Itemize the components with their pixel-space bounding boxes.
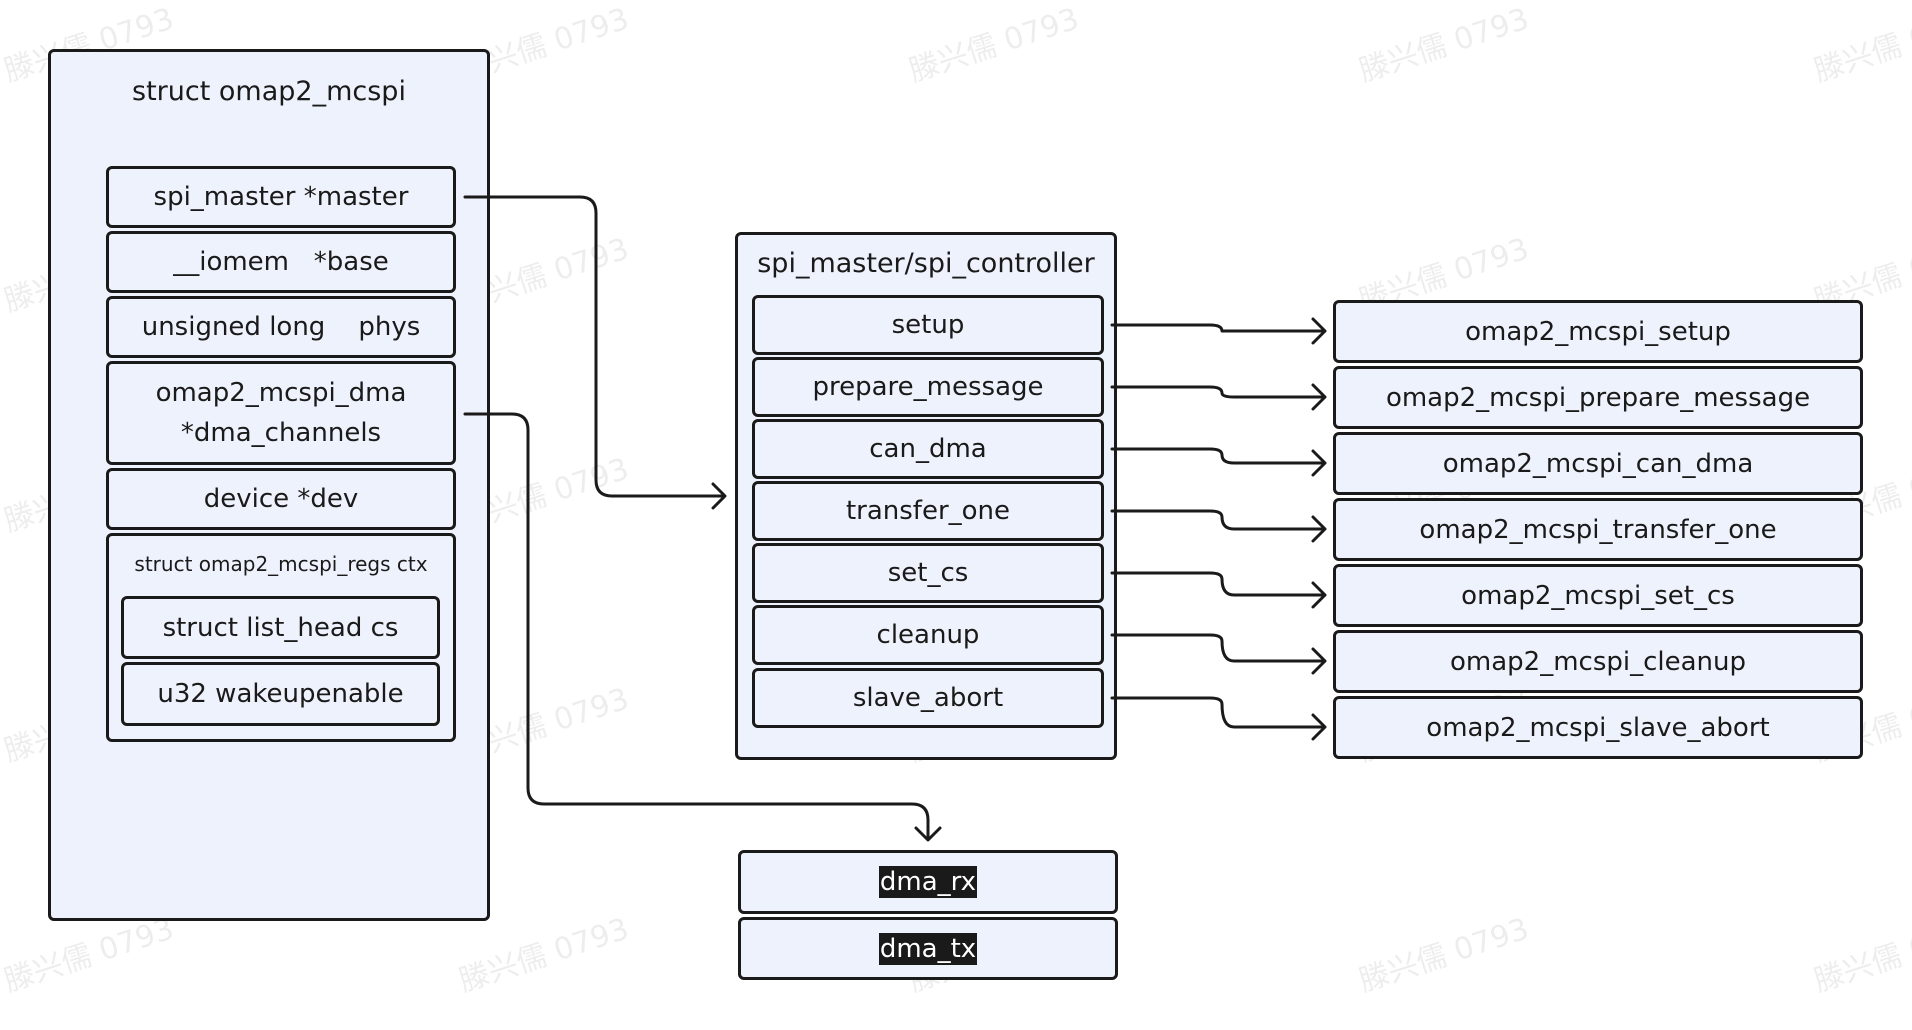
arrowhead-controller-to-omap2-mcspi-can-dma xyxy=(1311,449,1327,477)
controller-field-transfer-one: transfer_one xyxy=(752,481,1104,541)
arrowhead-controller-to-omap2-mcspi-setup xyxy=(1311,317,1327,345)
omap2-mcspi-title: struct omap2_mcspi xyxy=(132,76,406,107)
field-phys: unsigned long phys xyxy=(106,296,456,358)
arrow-controller-to-omap2-mcspi-setup xyxy=(1110,323,1326,333)
arrow-master-to-controller xyxy=(463,195,726,498)
controller-field-can-dma: can_dma xyxy=(752,419,1104,479)
function-omap2-mcspi-setup: omap2_mcspi_setup xyxy=(1333,300,1863,363)
arrow-controller-to-omap2-mcspi-can-dma xyxy=(1110,447,1326,465)
dma-rx-field: dma_rx xyxy=(738,850,1118,914)
function-omap2-mcspi-can-dma: omap2_mcspi_can_dma xyxy=(1333,432,1863,495)
controller-field-slave-abort: slave_abort xyxy=(752,668,1104,728)
arrowhead-controller-to-omap2-mcspi-slave-abort xyxy=(1311,713,1327,741)
arrow-controller-to-omap2-mcspi-set-cs xyxy=(1110,571,1326,597)
field-base: __iomem *base xyxy=(106,231,456,293)
field-list-head-cs: struct list_head cs xyxy=(121,596,440,659)
field-wakeupenable: u32 wakeupenable xyxy=(121,662,440,726)
arrow-dma-channels-to-dma-rx xyxy=(463,412,930,840)
field-dev: device *dev xyxy=(106,468,456,530)
arrowhead-controller-to-omap2-mcspi-transfer-one xyxy=(1311,515,1327,543)
arrow-controller-to-omap2-mcspi-cleanup xyxy=(1110,633,1326,663)
controller-field-cleanup: cleanup xyxy=(752,605,1104,665)
spi-controller-title: spi_master/spi_controller xyxy=(757,248,1095,279)
arrow-controller-to-omap2-mcspi-slave-abort xyxy=(1110,696,1326,729)
arrowhead-controller-to-omap2-mcspi-set-cs xyxy=(1311,581,1327,609)
arrow-controller-to-omap2-mcspi-prepare-message xyxy=(1110,385,1326,399)
arrowhead-dma-channels-to-dma-rx xyxy=(914,826,942,842)
function-omap2-mcspi-prepare-message: omap2_mcspi_prepare_message xyxy=(1333,366,1863,429)
function-omap2-mcspi-transfer-one: omap2_mcspi_transfer_one xyxy=(1333,498,1863,561)
controller-field-setup: setup xyxy=(752,295,1104,355)
dma-tx-field: dma_tx xyxy=(738,917,1118,980)
arrowhead-controller-to-omap2-mcspi-prepare-message xyxy=(1311,383,1327,411)
ctx-title: struct omap2_mcspi_regs ctx xyxy=(134,552,428,576)
dma-tx-label: dma_tx xyxy=(878,932,978,965)
controller-field-prepare-message: prepare_message xyxy=(752,357,1104,417)
arrowhead-controller-to-omap2-mcspi-cleanup xyxy=(1311,647,1327,675)
function-omap2-mcspi-slave-abort: omap2_mcspi_slave_abort xyxy=(1333,696,1863,759)
arrow-controller-to-omap2-mcspi-transfer-one xyxy=(1110,509,1326,531)
function-omap2-mcspi-cleanup: omap2_mcspi_cleanup xyxy=(1333,630,1863,693)
field-dma-channels: omap2_mcspi_dma *dma_channels xyxy=(106,361,456,465)
arrowhead-master-to-controller xyxy=(711,482,727,510)
controller-field-set-cs: set_cs xyxy=(752,543,1104,603)
dma-rx-label: dma_rx xyxy=(878,866,978,898)
field-master: spi_master *master xyxy=(106,166,456,228)
function-omap2-mcspi-set-cs: omap2_mcspi_set_cs xyxy=(1333,564,1863,627)
